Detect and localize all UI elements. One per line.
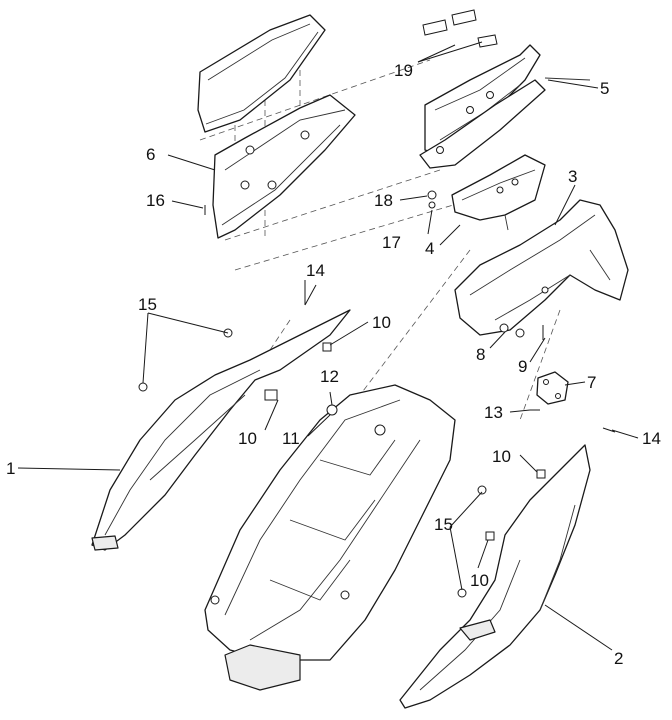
callout-10a: 10 [372, 313, 391, 332]
callout-numbers: 1 2 3 4 5 6 7 8 9 10 10 10 10 11 12 13 1… [6, 61, 661, 668]
callout-6: 6 [146, 145, 155, 164]
callout-10d: 10 [470, 571, 489, 590]
clip-10d [485, 531, 495, 541]
part-2-right-side-panel [399, 444, 591, 709]
clip-10c [536, 469, 546, 479]
callout-17: 17 [382, 233, 401, 252]
nut-15b [138, 382, 148, 392]
grommet-12 [326, 404, 338, 416]
callout-13: 13 [484, 403, 503, 422]
callout-5: 5 [600, 79, 609, 98]
callout-15a: 15 [138, 295, 157, 314]
part-7-plate [536, 371, 569, 405]
screw-14b [602, 427, 616, 433]
callout-8: 8 [476, 345, 485, 364]
callout-14b: 14 [642, 429, 661, 448]
part-5-rear-cowl-top [419, 44, 591, 169]
nut-8a [499, 323, 509, 333]
callout-7: 7 [587, 373, 596, 392]
callout-11: 11 [282, 429, 300, 448]
callout-4: 4 [425, 239, 434, 258]
part-6-tail-light-assembly [197, 14, 356, 239]
callout-15b: 15 [434, 515, 453, 534]
callout-9: 9 [518, 357, 527, 376]
callout-10b: 10 [238, 429, 257, 448]
fasteners [138, 190, 616, 598]
callout-18: 18 [374, 191, 393, 210]
callout-2: 2 [614, 649, 623, 668]
callout-1: 1 [6, 459, 15, 478]
nut-15c [477, 485, 487, 495]
callout-10c: 10 [492, 447, 511, 466]
part-19-stickers [422, 9, 498, 48]
part-1-left-side-panel [91, 309, 351, 551]
clip-10a [322, 342, 332, 352]
nut-17 [428, 201, 436, 209]
callout-19: 19 [394, 61, 413, 80]
callout-12: 12 [320, 367, 339, 386]
part-4-mount-bracket [451, 154, 546, 231]
part-3-rear-mudguard [454, 199, 629, 336]
nut-15d [457, 588, 467, 598]
part-under-seat-tray [204, 384, 456, 691]
nut-8b [515, 328, 525, 338]
leader-lines [17, 41, 639, 651]
callout-3: 3 [568, 167, 577, 186]
callout-16: 16 [146, 191, 165, 210]
callout-14a: 14 [306, 261, 325, 280]
washer-18 [427, 190, 437, 200]
